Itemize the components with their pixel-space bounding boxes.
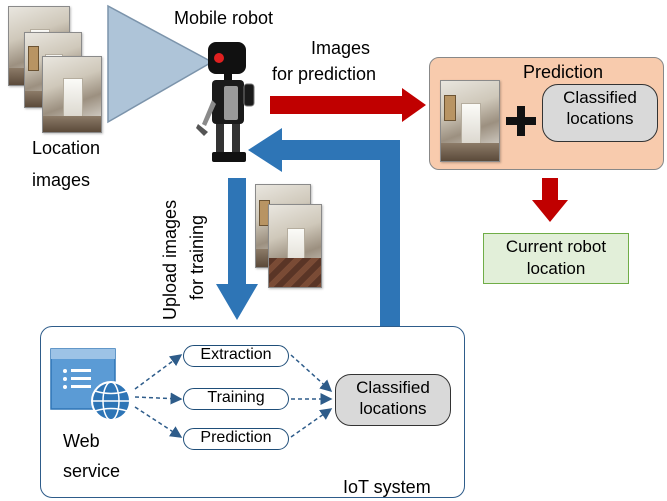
process-training: Training <box>183 388 289 410</box>
web-service-line2: service <box>63 461 121 481</box>
iot-system-label: IoT system <box>343 477 431 497</box>
location-image-3 <box>42 56 102 133</box>
plus-icon <box>506 106 536 136</box>
location-images-label-line1: Location <box>32 138 101 158</box>
robot-label: Mobile robot <box>174 8 274 28</box>
current-location-arrow <box>532 178 568 222</box>
process-prediction: Prediction <box>183 428 289 450</box>
prediction-input-image <box>440 80 500 162</box>
iot-classified-locations: Classified locations <box>335 374 451 426</box>
training-image-2 <box>268 204 322 288</box>
web-service-line1: Web <box>63 431 100 451</box>
images-for-prediction-line2: for prediction <box>272 64 377 84</box>
upload-images-line2: for training <box>187 214 207 300</box>
globe-icon <box>91 381 131 421</box>
robot-icon <box>196 42 255 162</box>
images-for-prediction-line1: Images <box>311 38 371 58</box>
current-robot-location: Current robot location <box>483 233 629 284</box>
process-extraction: Extraction <box>183 345 289 367</box>
prediction-box: Prediction Classified locations <box>429 57 664 170</box>
prediction-title: Prediction <box>523 62 604 82</box>
upload-images-line1: Upload images <box>160 199 180 320</box>
location-images-label-line2: images <box>32 170 91 190</box>
iot-system-box: Extraction Training Prediction Classifie… <box>40 326 465 498</box>
camera-cone-icon <box>107 4 214 124</box>
process-connectors <box>134 354 333 438</box>
prediction-classified-locations: Classified locations <box>542 84 658 142</box>
upload-arrow <box>216 178 258 320</box>
prediction-arrow <box>270 88 426 122</box>
